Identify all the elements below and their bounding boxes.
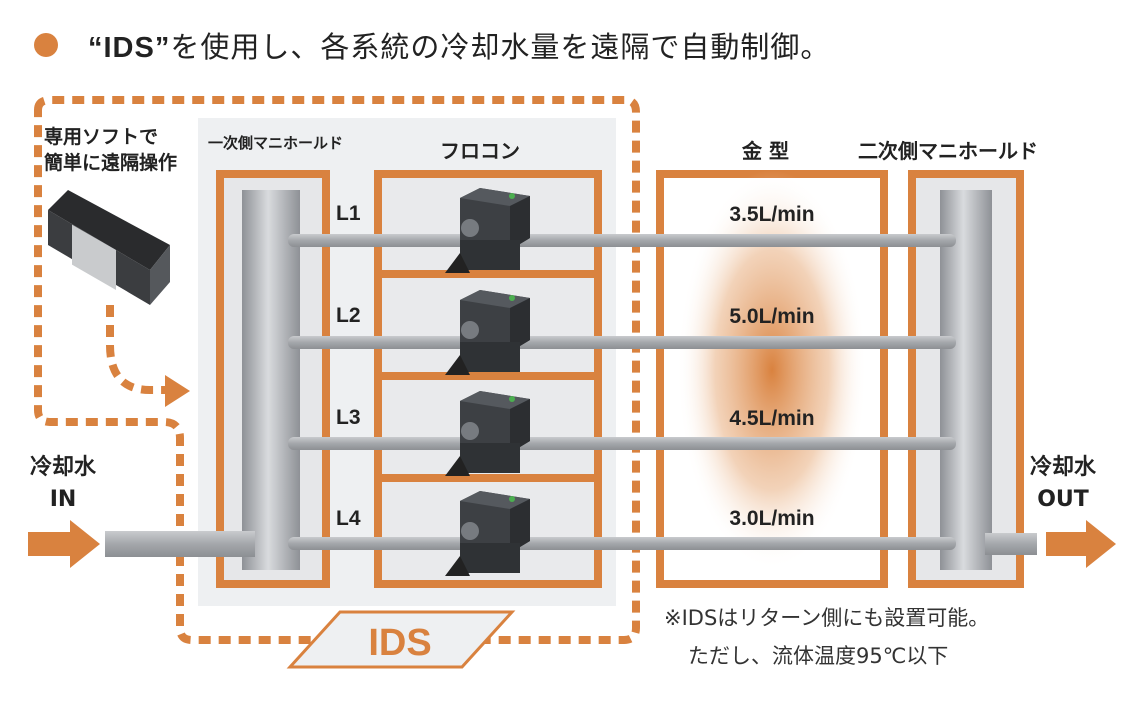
line-label-l2: L2 <box>336 304 361 327</box>
line-label-l4: L4 <box>336 507 361 530</box>
mold-label: 金 型 <box>742 139 789 163</box>
line-pipes <box>288 234 956 550</box>
flocon-label: フロコン <box>440 139 520 163</box>
flow-controller-icon <box>445 491 530 576</box>
flow-controller-icon <box>445 188 530 273</box>
note-line-1: ※IDSはリターン側にも設置可能。 <box>664 606 990 630</box>
title-highlight: “IDS” <box>88 32 171 64</box>
outlet-arrow <box>1046 520 1116 568</box>
inlet-pipe <box>105 531 255 557</box>
bullet-dot <box>34 33 58 57</box>
flow-controller-icon <box>445 391 530 476</box>
flow-rate-l2: 5.0L/min <box>729 305 815 328</box>
secondary-manifold-label: 二次側マニホールド <box>858 139 1038 163</box>
flow-rate-l1: 3.5L/min <box>729 203 815 226</box>
outlet-pipe <box>985 533 1037 555</box>
remote-control-arrow <box>106 305 165 394</box>
flow-controllers <box>445 188 530 576</box>
primary-manifold-label: 一次側マニホールド <box>208 134 344 152</box>
secondary-manifold-pipe <box>940 190 992 570</box>
page-title: “IDS”を使用し、各系統の冷却水量を遠隔で自動制御。 <box>88 24 830 66</box>
controller-device-icon <box>48 190 170 305</box>
ids-boundary <box>34 96 640 644</box>
remote-control-arrowhead <box>165 375 190 407</box>
flow-rate-l3: 4.5L/min <box>729 407 815 430</box>
line-label-l3: L3 <box>336 406 361 429</box>
ids-logo-frame <box>286 610 516 669</box>
ids-logo: IDS <box>368 622 431 664</box>
title-text: を使用し、各系統の冷却水量を遠隔で自動制御。 <box>170 30 831 64</box>
heat-glow <box>677 170 867 570</box>
flow-controller-icon <box>445 290 530 375</box>
line-label-l1: L1 <box>336 202 361 225</box>
software-label: 専用ソフトで簡単に遠隔操作 <box>44 126 178 174</box>
inlet-arrow <box>28 520 100 568</box>
flow-rate-l4: 3.0L/min <box>729 507 815 530</box>
note-line-2: ただし、流体温度95℃以下 <box>688 644 949 668</box>
primary-manifold-pipe <box>242 190 300 570</box>
